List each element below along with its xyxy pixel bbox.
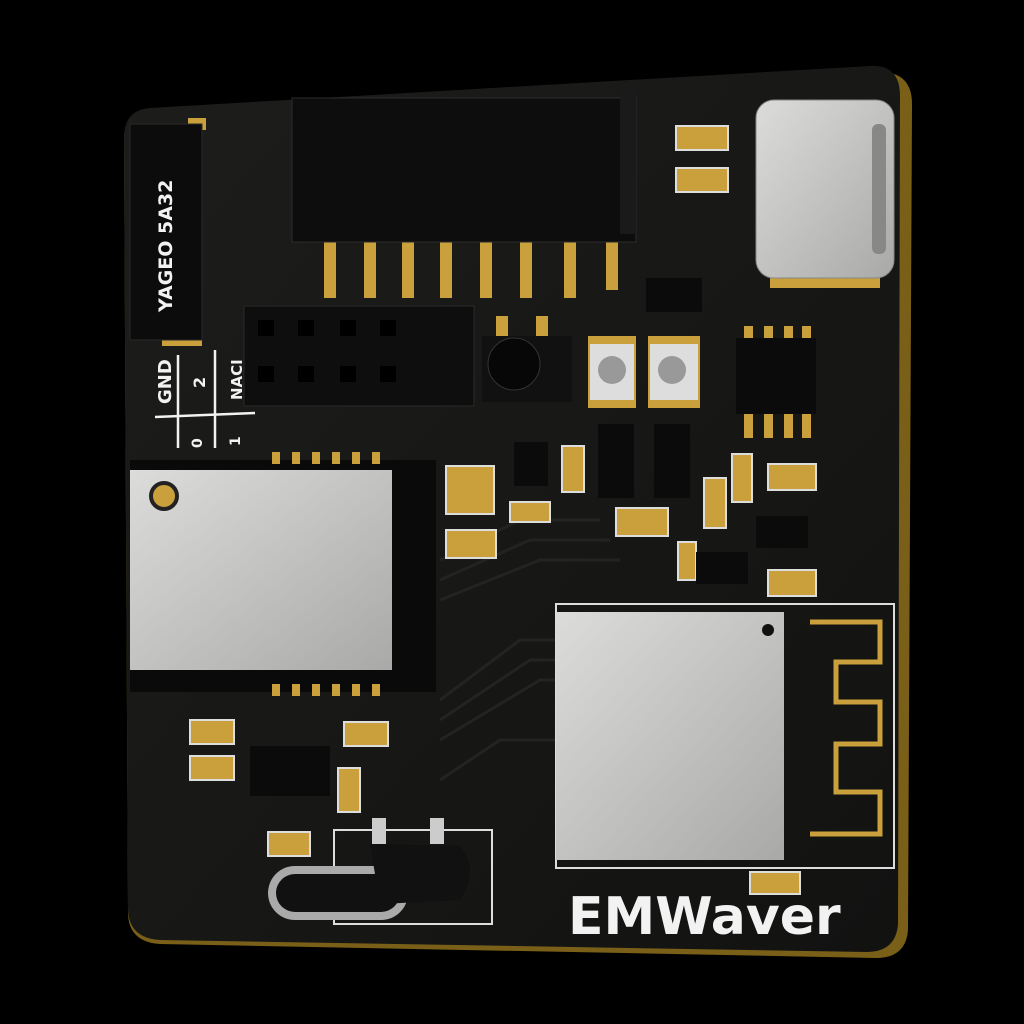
soic8-chip <box>736 326 816 438</box>
header-connector <box>291 84 637 298</box>
pin-label-0: 0 <box>190 438 206 448</box>
female-header-2x4 <box>243 305 475 407</box>
pin-label-2: 2 <box>190 377 209 388</box>
led-1 <box>588 336 636 408</box>
pin-label-gnd: GND <box>155 359 176 404</box>
yageo-chip-label: YAGEO 5A32 <box>155 180 177 313</box>
pin-label-naci: NACI <box>228 359 246 400</box>
usb-c-port-bottom[interactable] <box>268 818 493 925</box>
antenna-trace <box>810 619 883 837</box>
pin-label-grid <box>154 350 256 448</box>
yageo-chip: YAGEO 5A32 <box>129 118 206 346</box>
led-2 <box>648 336 700 408</box>
pin-label-1: 1 <box>228 436 244 446</box>
wifi-module <box>555 603 895 869</box>
usb-c-port-top[interactable] <box>755 99 895 288</box>
ir-receiver <box>482 316 572 402</box>
rf-module-left <box>130 452 436 696</box>
brand-logo-text: EMWaver <box>568 887 841 947</box>
smd-components <box>189 125 817 895</box>
